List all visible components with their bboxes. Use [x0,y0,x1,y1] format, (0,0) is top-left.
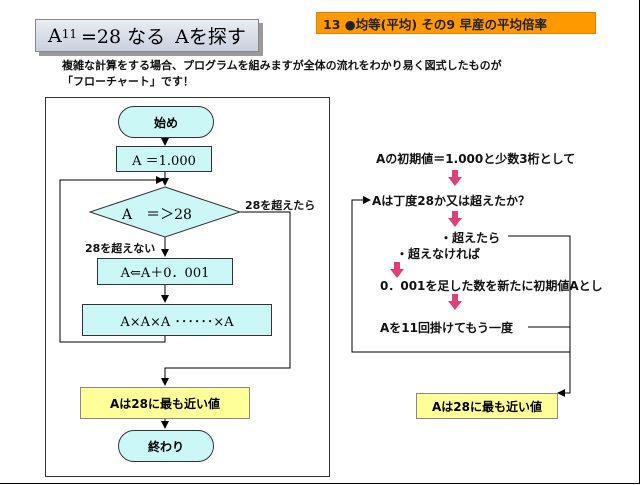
explanation-step-5: 0．001を足した数を新たに初期値Aとし [380,279,603,293]
pink-arrow-3-icon [390,262,404,278]
intro-line-2: 「フローチャート」です！ [62,75,194,88]
end-terminal: 終わり [118,430,214,462]
explanation-step-1: Aの初期値＝1.000と少数3桁として [376,152,576,166]
power-process: A×A×A ･･････×A [82,304,272,336]
section-banner: 13 ●均等(平均) その9 早産の平均倍率 [316,12,596,34]
title-tail: Aを探す [175,26,246,48]
no-branch-label: 28を超えない [85,242,156,255]
title-exponent: 11 [61,26,78,41]
explanation-step-3: ・超えたら [440,231,501,245]
title-base: A [48,24,62,47]
pink-arrow-4-icon [448,294,462,310]
explanation-step-6: Aを11回掛けてもう一度 [380,321,514,335]
arrow-repeat-loop [351,196,571,353]
arrow-yes-branch [161,211,291,386]
explanation-step-4: ・超えなければ [396,247,481,261]
flowchart-frame [45,97,330,477]
explanation-step-2: Aは丁度28か又は超えたか？ [372,194,530,208]
start-terminal: 始め [118,106,214,138]
condition-diamond [88,186,242,238]
title-rest: =28 なる [81,26,166,48]
intro-text: 複雑な計算をする場合、プログラムを組みますが全体の流れをわかり易く図式したものが… [62,58,542,90]
intro-line-1: 複雑な計算をする場合、プログラムを組みますが全体の流れをわかり易く図式したものが [62,59,502,72]
pink-arrow-2-icon [448,211,462,227]
result-box: Aは28に最も近い値 [80,387,250,419]
init-process: A ＝1.000 [116,146,212,172]
yes-branch-label: 28を超えたら [245,199,316,212]
arrow-exceeds-to-result [508,235,571,397]
explanation-result-box: Aは28に最も近い値 [416,393,558,419]
arrow-loop-back [59,176,166,343]
increment-process: A⇐A＋0．001 [97,258,233,285]
pink-arrow-1-icon [448,170,462,186]
condition-label: A ＝＞28 [122,207,192,223]
